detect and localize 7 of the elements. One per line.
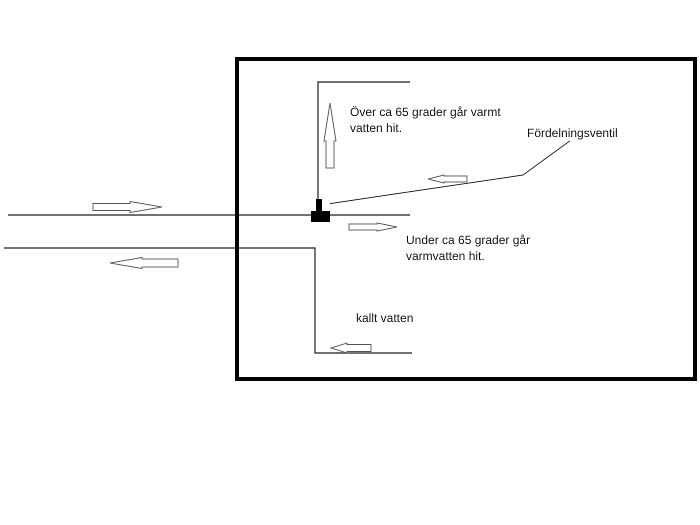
leader-line xyxy=(330,140,570,204)
annotation-text: kallt vatten xyxy=(356,310,414,326)
annotation-text: Över ca 65 grader går varmt vatten hit. xyxy=(350,104,502,136)
annotation-text: Under ca 65 grader går varmvatten hit. xyxy=(406,232,532,264)
part-label: Fördelningsventil xyxy=(527,125,649,141)
enclosure-box xyxy=(235,57,697,381)
valve-symbol xyxy=(311,199,330,222)
